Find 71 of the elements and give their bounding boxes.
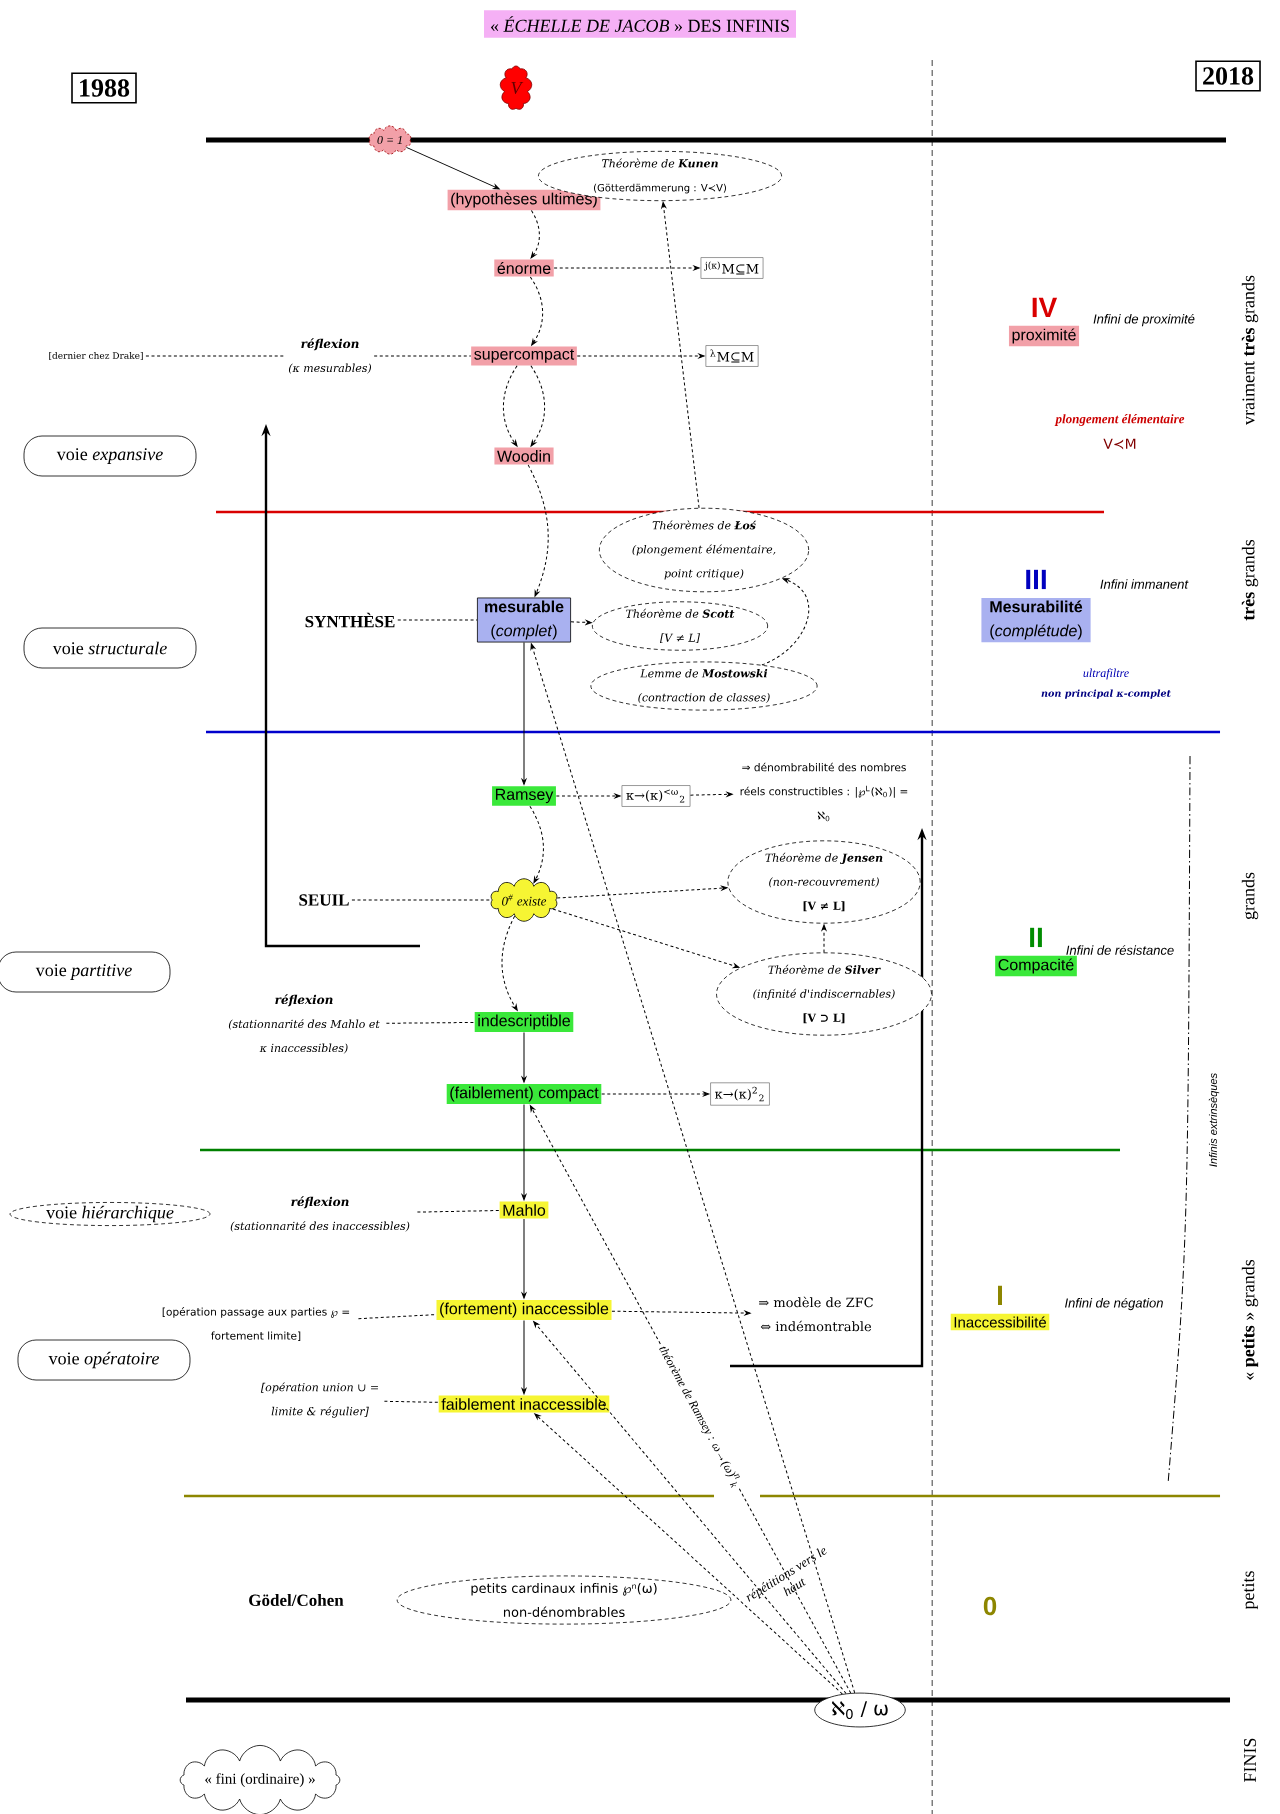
connector-line xyxy=(397,619,478,621)
cardinal-box: (fortement) inaccessible xyxy=(436,1299,612,1321)
arrow xyxy=(501,915,518,1011)
cardinal-box: Ramsey xyxy=(492,786,556,806)
arrow xyxy=(530,210,540,259)
cardinal-box: (faiblement) compact xyxy=(446,1083,602,1105)
arrow xyxy=(534,1413,843,1695)
cardinal-box: indescriptible xyxy=(474,1011,574,1033)
numeral: IV xyxy=(1032,297,1058,318)
cardinal-box: supercompact xyxy=(471,346,577,366)
arrow xyxy=(552,908,740,969)
cardinal-box: Woodin xyxy=(494,447,554,465)
connector-line xyxy=(416,1210,500,1213)
arrow xyxy=(689,791,733,797)
arrow xyxy=(521,641,527,785)
arrow xyxy=(529,805,544,884)
label-text: vraiment très grands xyxy=(1241,275,1259,425)
path-box: voie structurale xyxy=(23,627,197,669)
label-text: FINIS xyxy=(1243,1738,1257,1782)
arrow xyxy=(521,1319,527,1395)
path-box: voie opératoire xyxy=(17,1339,191,1381)
connector-line xyxy=(351,899,493,901)
stage-text: SYNTHÈSE xyxy=(305,612,395,628)
arrow xyxy=(611,1310,751,1316)
arrow xyxy=(601,1091,710,1097)
label-text: « petits » grands xyxy=(1241,1259,1259,1380)
year-box: 1988 xyxy=(71,72,137,104)
arrow xyxy=(553,265,700,271)
path-box: voie expansive xyxy=(23,435,197,477)
arrow xyxy=(576,353,705,359)
arrow xyxy=(530,365,546,447)
arrow xyxy=(761,578,810,666)
connector-line xyxy=(373,355,472,357)
path-box: voie partitive xyxy=(0,951,171,993)
stage-text: SEUIL xyxy=(299,894,349,906)
numeral: II xyxy=(1030,927,1042,948)
arrow xyxy=(555,793,621,799)
property-box: Compacité xyxy=(995,955,1077,977)
arrow xyxy=(521,1103,527,1201)
label-text: grands xyxy=(1241,872,1259,920)
arrow xyxy=(521,1031,527,1083)
arrow xyxy=(527,464,549,597)
numeral: III xyxy=(1026,569,1046,590)
cardinal-box: mesurable (complet) xyxy=(477,597,571,643)
arrow xyxy=(530,643,856,1694)
cardinal-box: (hypothèses ultimes) xyxy=(447,189,601,211)
arrow xyxy=(821,924,827,953)
arrow xyxy=(521,1218,527,1299)
stage-text: Gödel/Cohen xyxy=(249,1594,344,1606)
cardinal-box: énorme xyxy=(494,259,554,277)
arrow xyxy=(529,276,544,346)
cardinal-box: faiblement inaccessible xyxy=(438,1395,610,1413)
cardinal-box: proximité xyxy=(1008,325,1080,347)
connector-line xyxy=(383,1400,439,1403)
connector-line xyxy=(357,1314,437,1320)
label-text: très grands xyxy=(1241,539,1259,621)
property-box: Mesurabilité (complétude) xyxy=(981,597,1091,643)
arrow xyxy=(502,365,518,447)
numeral: 0 xyxy=(983,1596,997,1616)
numeral: I xyxy=(998,1285,1002,1305)
arrow xyxy=(405,146,500,190)
title-banner: « ÉCHELLE DE JACOB » DES INFINIS xyxy=(484,10,796,38)
connector-line xyxy=(385,1021,475,1024)
arrow xyxy=(533,1321,847,1694)
arrow xyxy=(661,201,700,509)
cardinal-box: Mahlo xyxy=(499,1201,549,1219)
connector-line xyxy=(145,355,287,357)
arrow xyxy=(556,885,728,899)
year-box: 2018 xyxy=(1195,60,1261,92)
arrow xyxy=(570,620,592,625)
label-text: petits xyxy=(1242,1571,1258,1610)
